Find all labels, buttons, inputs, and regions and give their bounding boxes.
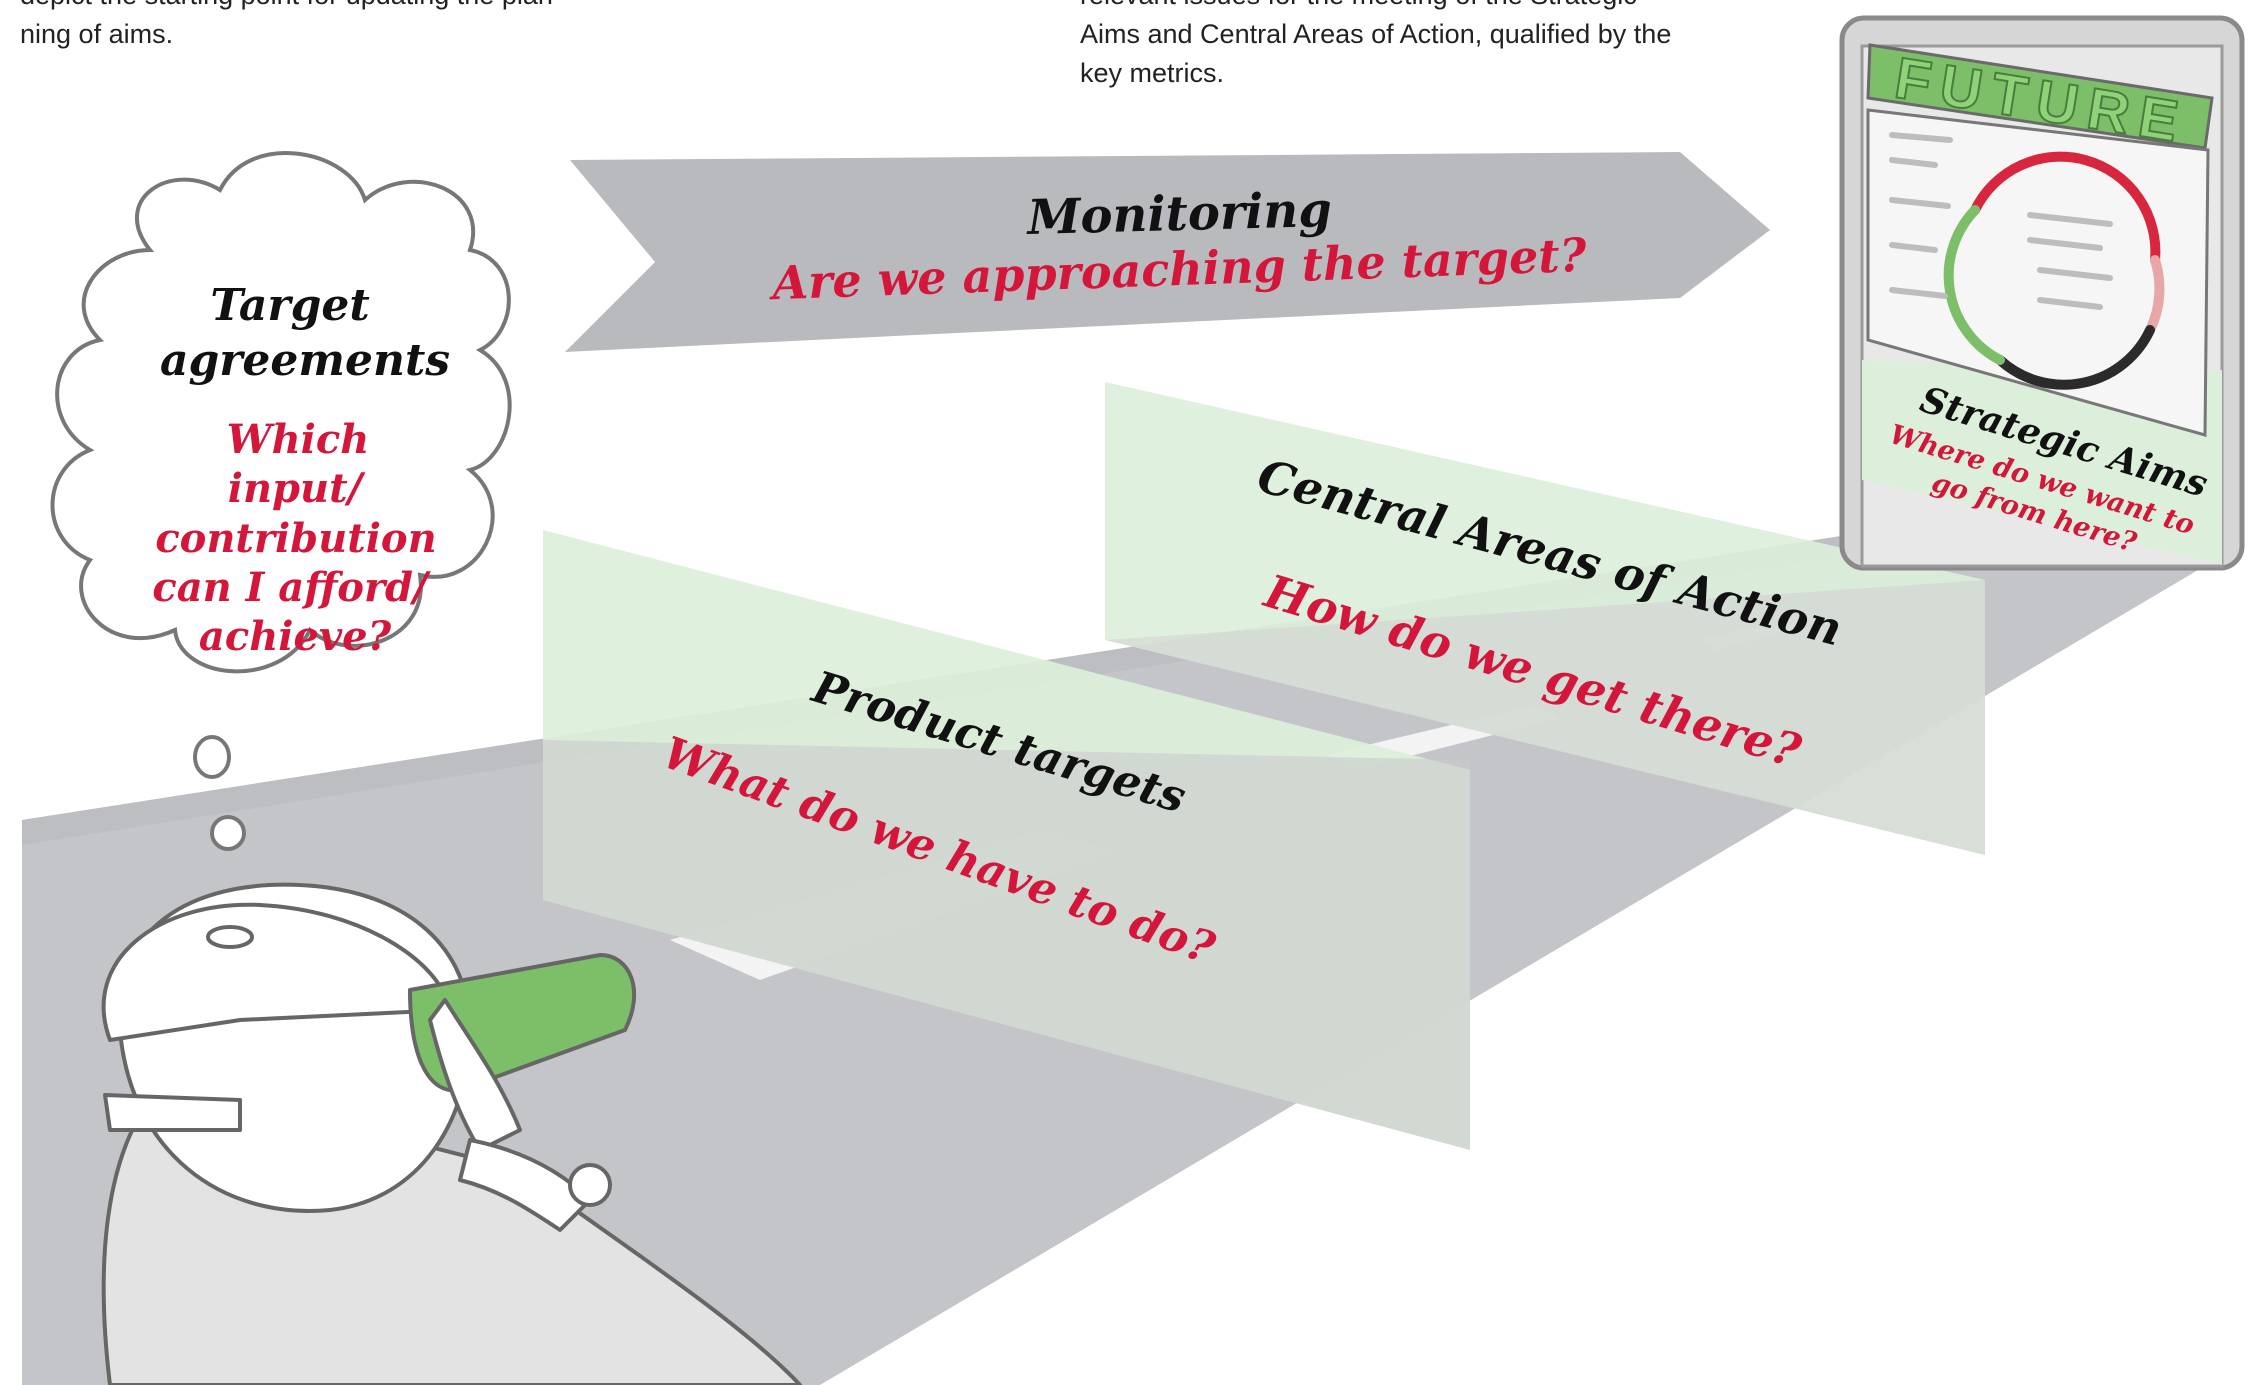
thought-question-line-2: input/ (228, 465, 366, 512)
thought-question-line-1: Which (227, 416, 370, 463)
thought-question-line-5: achieve? (199, 613, 392, 660)
thought-title-line-1: Target (210, 280, 369, 331)
thought-title-line-2: agreements (160, 335, 450, 386)
cap-button (208, 927, 252, 947)
monitoring-title: Monitoring (1025, 182, 1333, 246)
thought-bubble-large (195, 737, 229, 777)
thought-bubble-small (212, 817, 244, 849)
wristwatch (570, 1165, 610, 1205)
cap-strap (105, 1095, 240, 1130)
thought-question-line-4: can I afford/ (152, 564, 431, 611)
thought-question-line-3: contribution (155, 515, 436, 562)
